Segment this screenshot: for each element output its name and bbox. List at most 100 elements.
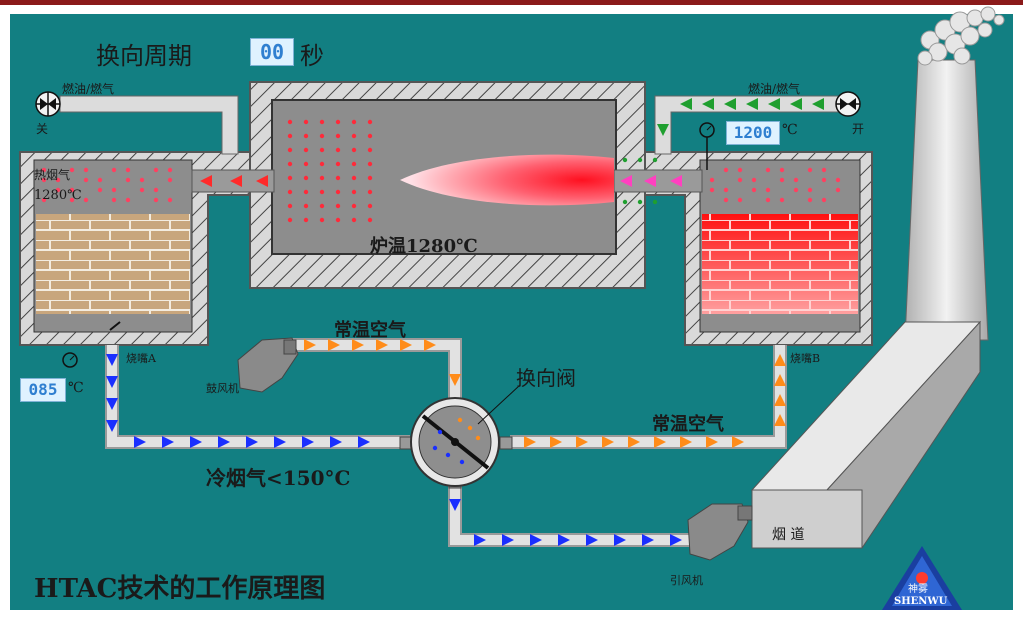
valve-left-state: 关: [36, 122, 49, 136]
regenerator-particle: [153, 167, 159, 173]
flow-arrow-cold: [106, 398, 118, 410]
reversing-valve-label: 换向阀: [516, 366, 576, 390]
regenerator-particle: [751, 177, 757, 183]
fuel-particle: [637, 157, 643, 163]
furnace-particle: [351, 147, 357, 153]
flow-arrow-hot-air: [620, 175, 632, 187]
valve-particle: [445, 452, 451, 458]
furnace-particle: [335, 119, 341, 125]
furnace-particle: [351, 189, 357, 195]
furnace-particle: [335, 175, 341, 181]
furnace-particle: [319, 133, 325, 139]
flow-arrow-cold: [670, 534, 682, 546]
fuel-particle: [652, 157, 658, 163]
furnace-particle: [335, 217, 341, 223]
fuel-particle: [652, 199, 658, 205]
regenerator-particle: [111, 187, 117, 193]
furnace-particle: [287, 175, 293, 181]
flow-arrow-cold: [162, 436, 174, 448]
blower-label: 鼓风机: [206, 382, 239, 395]
flow-arrow-ambient: [774, 354, 786, 366]
flow-arrow-ambient: [550, 436, 562, 448]
burner-temp-unit: ℃: [782, 122, 798, 138]
regenerator-particle: [125, 177, 131, 183]
cycle-seconds-readout: 00: [250, 38, 294, 66]
flow-arrow-ambient: [654, 436, 666, 448]
regenerator-particle: [807, 167, 813, 173]
furnace-particle: [303, 217, 309, 223]
furnace-particle: [351, 133, 357, 139]
valve-right-state: 开: [852, 122, 865, 136]
diagram-caption: HTAC技术的工作原理图: [34, 574, 326, 604]
regenerator-particle: [41, 167, 47, 173]
regenerator-particle: [167, 197, 173, 203]
furnace-particle: [303, 133, 309, 139]
regenerator-particle: [807, 187, 813, 193]
furnace-particle: [367, 189, 373, 195]
furnace-particle: [319, 203, 325, 209]
furnace-particle: [351, 175, 357, 181]
flow-arrow-cold: [106, 376, 118, 388]
regenerator-particle: [167, 177, 173, 183]
regenerator-particle: [69, 197, 75, 203]
flow-arrow-ambient: [774, 414, 786, 426]
flow-arrow-cold: [614, 534, 626, 546]
regenerator-particle: [139, 187, 145, 193]
regenerator-particle: [709, 187, 715, 193]
regenerator-particle: [153, 197, 159, 203]
flow-arrow-hot-air: [670, 175, 682, 187]
regenerator-particle: [125, 197, 131, 203]
flow-arrow-cold: [106, 420, 118, 432]
fuel-particle: [622, 157, 628, 163]
cycle-unit: 秒: [300, 42, 324, 70]
flow-arrow-cold: [190, 436, 202, 448]
furnace-particle: [351, 217, 357, 223]
flow-arrow-fuel: [724, 98, 736, 110]
valve-particle: [459, 459, 465, 465]
furnace-particle: [367, 203, 373, 209]
flow-arrow-fuel: [790, 98, 802, 110]
logo-en: SHENWU: [894, 596, 948, 607]
furnace-temp-label: 炉温1280℃: [370, 236, 478, 257]
valve-left: [35, 91, 61, 117]
fuel-right-label: 燃油/燃气: [748, 82, 801, 96]
flow-arrow-cold: [134, 436, 146, 448]
fan-label: 引风机: [670, 574, 703, 587]
furnace-particle: [303, 119, 309, 125]
regenerator-particle: [69, 187, 75, 193]
flow-arrow-ambient: [732, 436, 744, 448]
flue-duct-label: 烟 道: [772, 527, 805, 543]
regenerator-particle: [737, 197, 743, 203]
regenerator-particle: [69, 167, 75, 173]
regenerator-particle: [793, 177, 799, 183]
flow-arrow-cold: [106, 354, 118, 366]
flow-arrow-fuel: [746, 98, 758, 110]
ambient-air-top-label: 常温空气: [334, 320, 406, 341]
flow-arrow-cold: [449, 499, 461, 511]
blower: [237, 337, 299, 393]
flow-arrow-hot: [256, 175, 268, 187]
flue-gas-temp: 1280℃: [34, 188, 82, 203]
flow-arrow-fuel: [812, 98, 824, 110]
furnace-particle: [367, 175, 373, 181]
flow-arrow-ambient: [376, 339, 388, 351]
flow-arrow-cold: [586, 534, 598, 546]
induced-draft-fan: [687, 503, 753, 561]
fuel-particle: [622, 199, 628, 205]
furnace-particle: [303, 161, 309, 167]
regenerator-particle: [821, 177, 827, 183]
regenerator-particle: [153, 187, 159, 193]
regenerator-particle: [139, 177, 145, 183]
flow-arrow-ambient: [328, 339, 340, 351]
flow-arrow-cold: [502, 534, 514, 546]
furnace-particle: [367, 133, 373, 139]
furnace-particle: [351, 119, 357, 125]
regenerator-particle: [793, 187, 799, 193]
regenerator-particle: [807, 197, 813, 203]
flow-arrow-hot: [230, 175, 242, 187]
flow-arrow-ambient: [680, 436, 692, 448]
regenerator-particle: [765, 187, 771, 193]
regenerator-particle: [55, 177, 61, 183]
fuel-particle: [637, 199, 643, 205]
